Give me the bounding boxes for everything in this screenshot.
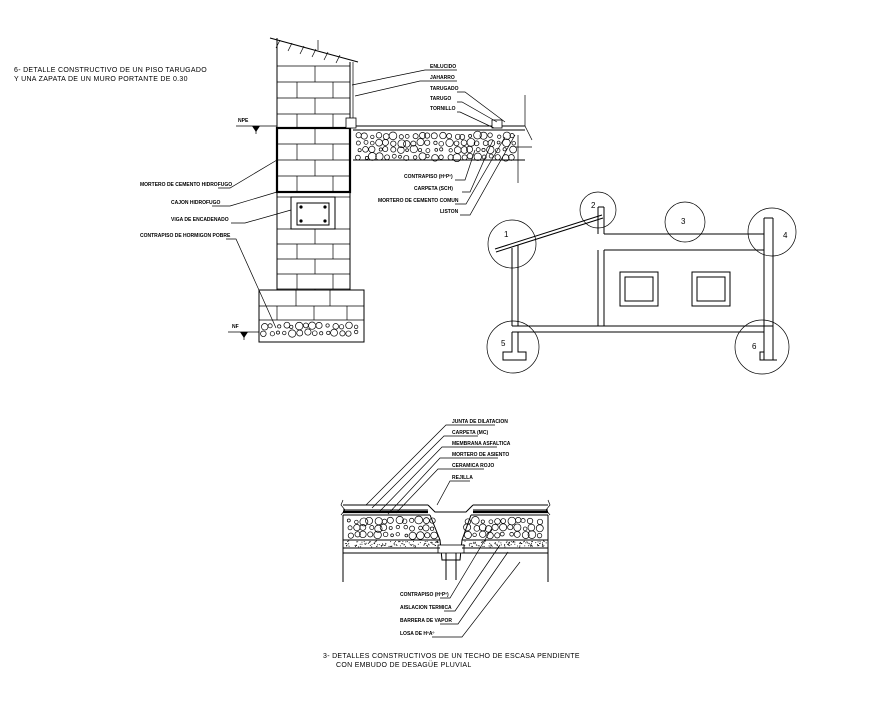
callout-circle-6 [734, 319, 790, 375]
callout-circle-5 [486, 320, 540, 374]
callout-circle-4 [747, 207, 797, 257]
label-mortero-asiento: MORTERO DE ASIENTO [452, 452, 509, 458]
house-section: 1 2 3 4 5 6 [486, 191, 797, 375]
callout-number-2: 2 [591, 201, 596, 210]
label-contrapiso-hp: CONTRAPISO (HºPº) [400, 592, 449, 598]
label-tornillo: TORNILLO [430, 106, 456, 112]
callout-number-6: 6 [752, 342, 757, 351]
callout-circle-2 [579, 191, 617, 229]
label-viga-encadenado: VIGA DE ENCADENADO [171, 217, 229, 223]
npe-level-mark: NPE [236, 118, 277, 134]
labels-right-upper: ENLUCIDO JAHARRO TARUGADO TARUGO TORNILL… [351, 64, 506, 129]
label-liston: LISTON [440, 209, 459, 215]
callout-number-5: 5 [501, 339, 506, 348]
npe-label: NPE [238, 118, 249, 124]
label-tarugo: TARUGO [430, 96, 451, 102]
labels-left: MORTERO DE CEMENTO HIDROFUGO CAJON HIDRO… [140, 159, 292, 329]
label-mortero-comun: MORTERO DE CEMENTO COMUN [378, 198, 459, 204]
label-enlucido: ENLUCIDO [430, 64, 456, 70]
detail-6-title-line2: Y UNA ZAPATA DE UN MURO PORTANTE DE 0.30 [14, 76, 188, 83]
lower-wall [276, 192, 351, 290]
detail-6-floor-wall: 6- DETALLE CONSTRUCTIVO DE UN PISO TARUG… [14, 37, 533, 343]
label-ceramica-rojo: CERAMICA ROJO [452, 463, 494, 469]
brick-wall [269, 37, 359, 192]
label-barrera-vapor: BARRERA DE VAPOR [400, 618, 452, 624]
label-jaharro: JAHARRO [430, 75, 455, 81]
detail-3-title-line2: CON EMBUDO DE DESAGÜE PLUVIAL [336, 661, 472, 669]
zapata-footing [258, 289, 365, 343]
callout-number-4: 4 [783, 231, 788, 240]
labels-right-lower: CONTRAPISO (HºPº) CARPETA (SCH) MORTERO … [378, 134, 519, 216]
label-mortero-hidrofugo: MORTERO DE CEMENTO HIDROFUGO [140, 182, 232, 188]
detail-6-title-line1: 6- DETALLE CONSTRUCTIVO DE UN PISO TARUG… [14, 67, 207, 74]
label-carpeta-mc: CARPETA (MC) [452, 430, 488, 436]
nf-label: NF [232, 324, 239, 330]
detail-3-roof-drain: JUNTA DE DILATACION CARPETA (MC) MEMBRAN… [323, 419, 580, 669]
label-carpeta: CARPETA (SCH) [414, 186, 453, 192]
label-aislacion-termica: AISLACION TERMICA [400, 605, 452, 611]
label-tarugado: TARUGADO [430, 86, 459, 92]
label-contrapiso: CONTRAPISO (HºPº) [404, 174, 453, 180]
callout-number-1: 1 [504, 230, 509, 239]
callout-number-3: 3 [681, 217, 686, 226]
label-membrana-asfaltica: MEMBRANA ASFALTICA [452, 441, 511, 447]
nf-level-mark: NF [228, 324, 259, 340]
viga-encadenado [290, 196, 336, 230]
label-cajon-hidrofugo: CAJON HIDROFUGO [171, 200, 221, 206]
callout-circle-3 [664, 201, 706, 243]
label-junta-dilatacion: JUNTA DE DILATACION [452, 419, 508, 425]
label-losa-ha: LOSA DE HºAº [400, 631, 434, 637]
label-contrapiso-pobre: CONTRAPISO DE HORMIGON POBRE [140, 233, 231, 239]
callout-circle-1 [487, 219, 537, 269]
tarugado-floor [345, 95, 533, 162]
label-rejilla: REJILLA [452, 475, 473, 481]
detail-3-title-line1: 3- DETALLES CONSTRUCTIVOS DE UN TECHO DE… [323, 653, 580, 660]
